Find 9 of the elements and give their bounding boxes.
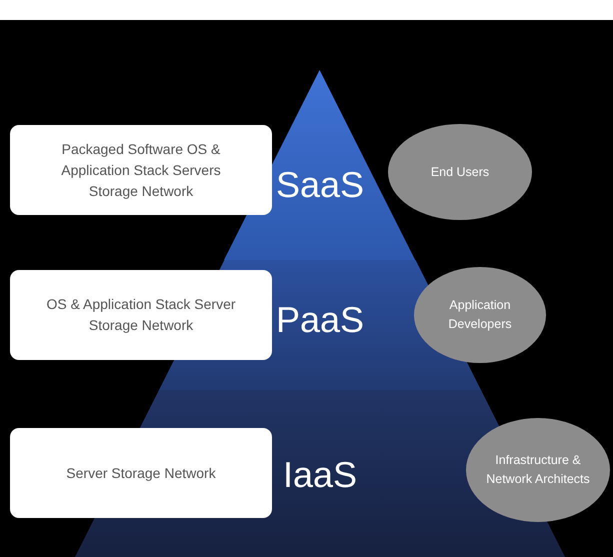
layer-title: IaaS [282,455,358,495]
layer-title: SaaS [276,165,364,205]
layer-box: Server Storage Network [10,428,272,518]
layer-box: Packaged Software OS & Application Stack Servers Storage Network [10,125,272,215]
user-label: Application Developers [447,297,513,333]
user-label: End Users [430,164,490,180]
layer-box: OS & Application Stack Server Storage Network [10,270,272,360]
layer-title: PaaS [276,300,364,340]
user-label: Infrastructure & Network Architects [485,452,591,488]
